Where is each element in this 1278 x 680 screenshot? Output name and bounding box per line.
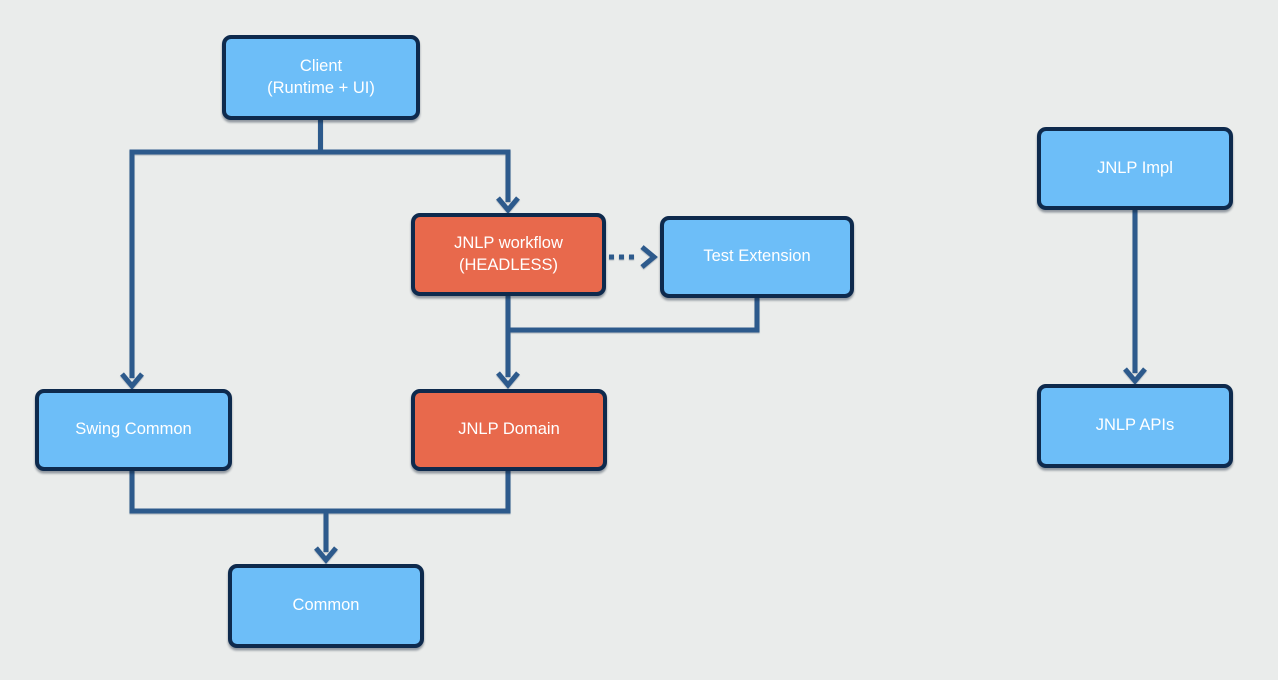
arrowhead-into-test-extension [640,245,658,269]
edge-jnlp-impl-to-jnlp-apis [1123,209,1147,385]
arrowhead-into-common [314,546,338,564]
node-label-line: Test Extension [703,247,811,266]
arrowhead-into-jnlp-domain [496,371,520,389]
arrowhead-into-swing-common [120,372,144,390]
node-jnlp-domain: JNLP Domain [411,389,607,471]
node-label-line: JNLP APIs [1095,416,1175,435]
edge-workflow-to-test-extension-dotted [609,245,658,269]
node-label-line: Common [292,596,360,615]
node-label-line: Client [299,57,343,76]
node-swing-common: Swing Common [35,389,232,471]
edge-workflow-and-test-extension-to-jnlp-domain [496,296,760,389]
node-jnlp-workflow: JNLP workflow (HEADLESS) [411,213,606,296]
arrowhead-into-jnlp-workflow [496,196,520,214]
node-client: Client (Runtime + UI) [222,35,420,120]
node-label-line: JNLP Domain [458,420,560,439]
node-label-line: (Runtime + UI) [267,78,375,97]
node-label-line: (HEADLESS) [458,255,559,274]
edge-client-branch [129,149,511,378]
node-label-line: JNLP Impl [1097,158,1173,177]
edge-client-to-swing-common-and-workflow [120,119,520,390]
node-jnlp-apis: JNLP APIs [1037,384,1233,468]
arrowhead-into-jnlp-apis [1123,367,1147,385]
node-label-line: JNLP workflow [454,234,563,253]
edge-swing-common-and-jnlp-domain-to-common [129,470,511,564]
node-common: Common [228,564,424,648]
node-jnlp-impl: JNLP Impl [1037,127,1233,210]
node-label-line: Swing Common [75,420,192,439]
edge-test-extension-join [505,298,760,377]
node-test-extension: Test Extension [660,216,854,298]
edge-common-join [129,470,511,514]
